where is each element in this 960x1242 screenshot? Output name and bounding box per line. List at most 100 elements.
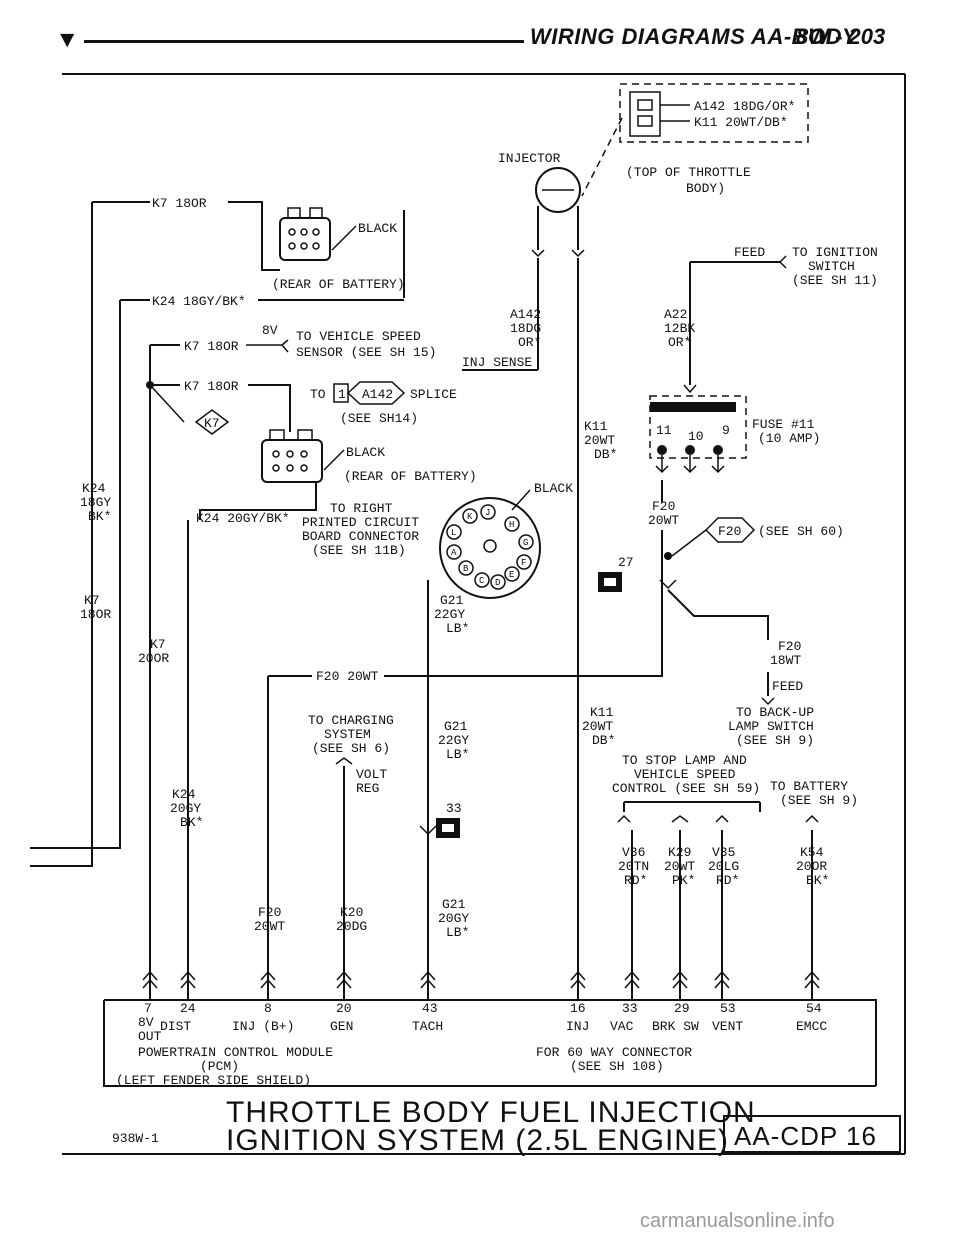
ground-27-label: 27 (618, 555, 634, 570)
f20-tag-hexagon (704, 517, 756, 543)
fuse-terminal-2 (685, 445, 695, 455)
k29-label-3: PK* (672, 873, 695, 888)
k7-18or-top-label: K7 18OR (152, 196, 207, 211)
wire-k24-left-loop (30, 300, 121, 849)
charging-label-1: TO CHARGING (308, 713, 394, 728)
battery-connector-2-latch (269, 429, 313, 440)
k7-20or-label-2: 20OR (138, 651, 169, 666)
wire-k24-20gy-top (199, 482, 317, 520)
header-page-number: 8W - 203 (796, 24, 886, 49)
splice-label: SPLICE (410, 387, 457, 402)
pcb-pin-e: E (509, 570, 514, 580)
arrow (761, 697, 775, 706)
pin-7: 7 (144, 1001, 152, 1016)
black-label-2: BLACK (346, 445, 385, 460)
g21-label-1: G21 (440, 593, 464, 608)
pcb-label-3: BOARD CONNECTOR (302, 529, 419, 544)
inj-sense-label: INJ SENSE (462, 355, 532, 370)
pin (288, 242, 296, 250)
f20-20wt-label: F20 20WT (316, 669, 379, 684)
pin (300, 464, 308, 472)
pin-29: 29 (674, 1001, 690, 1016)
pin-43: 43 (422, 1001, 438, 1016)
see-sh60-label: (SEE SH 60) (758, 524, 844, 539)
v35-label-2: 20LG (708, 859, 739, 874)
pcb-pin-g: G (523, 538, 528, 548)
fuse-label-1: FUSE #11 (752, 417, 815, 432)
pcb-pin-j: J (485, 508, 490, 518)
volt-label: VOLT (356, 767, 387, 782)
watermark: carmanualsonline.info (640, 1210, 835, 1232)
pin-33: 33 (622, 1001, 638, 1016)
stop-lamp-bracket (623, 801, 761, 812)
rear-battery-label-2: (REAR OF BATTERY) (344, 469, 477, 484)
connector-arrows (617, 814, 819, 823)
pin-54: 54 (806, 1001, 822, 1016)
black-leader-2 (323, 449, 345, 471)
fuse-terminal-3 (713, 445, 723, 455)
battery-to-label-2: (SEE SH 9) (780, 793, 858, 808)
wire-k7-low-b (248, 384, 291, 432)
a22-arrow (683, 384, 697, 394)
reg-label: REG (356, 781, 379, 796)
k11-label-3: DB* (594, 447, 617, 462)
pcb-pin-h: H (509, 520, 514, 530)
ground-33-label: 33 (446, 801, 462, 816)
a142-label-2: 18DG (510, 321, 541, 336)
header-title: WIRING DIAGRAMS AA-BODY (530, 24, 858, 49)
see-sh14-label: (SEE SH14) (340, 411, 418, 426)
pin-8: 8 (264, 1001, 272, 1016)
pin (300, 450, 308, 458)
k29-label-2: 20WT (664, 859, 695, 874)
throttle-connector-body (629, 91, 661, 137)
diagram-frame (62, 73, 906, 1155)
fn-inj-b: INJ (B+) (232, 1019, 294, 1034)
throttle-body-connector-box (619, 83, 809, 143)
pcb-pin-l: L (451, 528, 456, 538)
ignition-label-1: TO IGNITION (792, 245, 878, 260)
pcb-pin-f: F (521, 558, 526, 568)
k7-18or-low-label: K7 18OR (184, 379, 239, 394)
volt-reg-arrow (335, 757, 353, 765)
a22-label-1: A22 (664, 307, 687, 322)
f20-label-1: F20 (652, 499, 675, 514)
ignition-label-2: SWITCH (808, 259, 855, 274)
ground-27-inner (604, 578, 616, 586)
a22-label-2: 12BK (664, 321, 695, 336)
fn-emcc: EMCC (796, 1019, 827, 1034)
battery-connector-2 (261, 439, 323, 483)
feed-ignition-label: FEED (734, 245, 765, 260)
g21b-label-2: 22GY (438, 733, 469, 748)
fn-brk-sw: BRK SW (652, 1019, 699, 1034)
fuse-terminal-leads (655, 455, 725, 474)
fn-inj: INJ (566, 1019, 589, 1034)
k24-side-label-3: BK* (88, 509, 111, 524)
arrow (419, 825, 437, 836)
pin-53: 53 (720, 1001, 736, 1016)
stop-label-2: VEHICLE SPEED (634, 767, 736, 782)
pin-16: 16 (570, 1001, 586, 1016)
f20-label-2: 20WT (648, 513, 679, 528)
k7-18or-mid-label: K7 18OR (184, 339, 239, 354)
fuse-label-2: (10 AMP) (758, 431, 820, 446)
g21-label-2: 22GY (434, 607, 465, 622)
k24-side-label-1: K24 (82, 481, 106, 496)
battery-connector-1 (279, 217, 331, 261)
backup-label-1: TO BACK-UP (736, 705, 814, 720)
f20b-label-2: 20WT (254, 919, 285, 934)
a142-label-1: A142 (510, 307, 541, 322)
vss-arrow (246, 339, 289, 353)
feed-backup-label: FEED (772, 679, 803, 694)
g21b-label-3: LB* (446, 747, 469, 762)
header-rule (84, 40, 524, 43)
wire-f20-18wt (667, 589, 769, 640)
k7-20or-label-1: K7 (150, 637, 166, 652)
v36-label-1: V36 (622, 845, 645, 860)
to-label: TO (310, 387, 326, 402)
pcm-label-1: POWERTRAIN CONTROL MODULE (138, 1045, 333, 1060)
pcb-round-connector (439, 497, 541, 599)
feed-arrow-1 (779, 255, 787, 269)
page-header: ▼ WIRING DIAGRAMS AA-BODY 8W - 203 (0, 0, 960, 60)
injector-symbol (535, 167, 581, 213)
